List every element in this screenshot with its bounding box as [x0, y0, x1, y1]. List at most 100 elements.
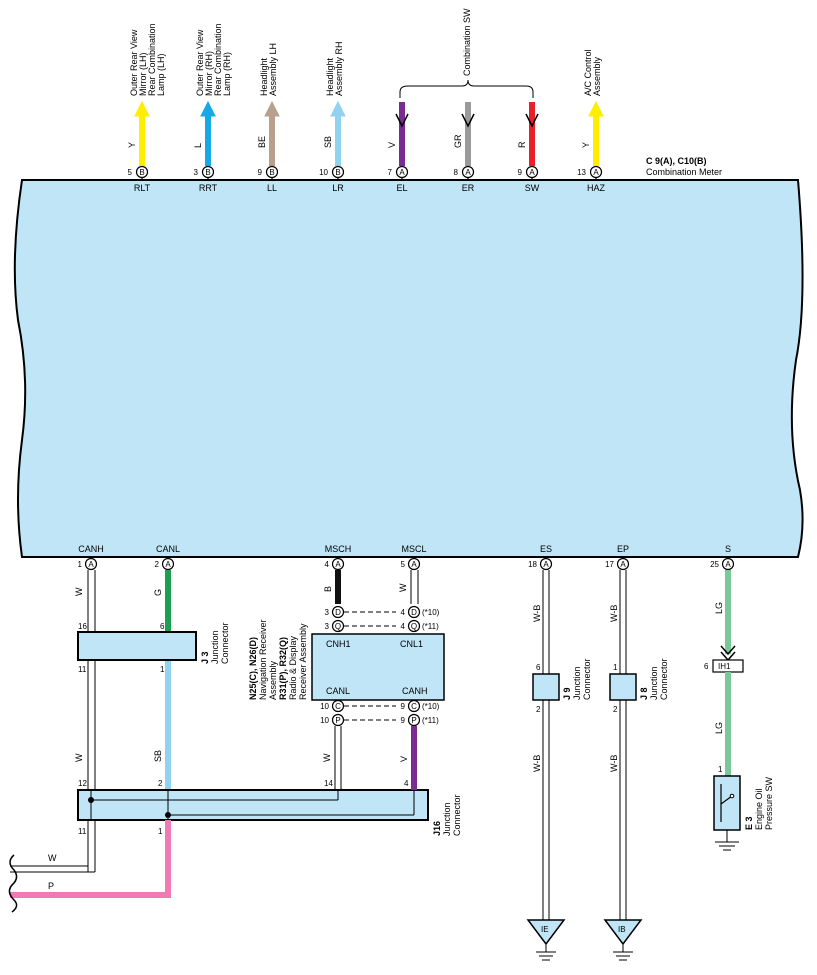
input-arrow-icon: [525, 113, 539, 128]
bottom-pin-6-letter: A: [725, 560, 731, 569]
canl-wire-color: G: [153, 589, 163, 596]
bottom-pin-1-circle: [161, 557, 175, 571]
es-wire-color-2: W-B: [532, 755, 542, 772]
msch-wire-color: B: [323, 586, 333, 592]
bottom-pin-2-letter: A: [335, 560, 341, 569]
j3-connector: [77, 631, 197, 661]
j8-pin-2: 2: [613, 705, 618, 714]
s-wire-color-2: LG: [714, 722, 724, 734]
receiver-right-pin-circle: [407, 699, 421, 713]
es-wire: [542, 570, 550, 920]
receiver-right-pin-number: 4: [401, 622, 406, 631]
bottom-pin-4-circle: [539, 557, 553, 571]
destination-label: A/C Control: [583, 49, 593, 96]
bottom-pin-name: S: [725, 544, 731, 554]
j3-name-1: Junction: [210, 630, 220, 664]
top-pin-number: 9: [518, 168, 523, 177]
receiver-left-pin-number: 10: [320, 716, 329, 725]
bottom-pin-name: EP: [617, 544, 629, 554]
receiver-left-pin-number: 10: [320, 702, 329, 711]
sb-wire-color: SB: [153, 750, 163, 762]
destination-label: Assembly LH: [268, 43, 278, 96]
bottom-pin-5-letter: A: [620, 560, 626, 569]
receiver-right-pin-letter: D: [411, 608, 417, 617]
destination-label: Rear Combination: [213, 23, 223, 96]
destination-label: Outer Rear View: [129, 29, 139, 96]
j3-code: J 3: [200, 651, 210, 664]
j9-code: J 9: [562, 687, 572, 700]
top-wire-color: BE: [257, 136, 267, 148]
receiver-variant-note: (*11): [422, 716, 439, 725]
bottom-pin-number: 1: [78, 560, 83, 569]
destination-label: Mirror (RH): [204, 51, 214, 96]
j9-connector: [532, 673, 560, 701]
bottom-pin-3-circle: [407, 557, 421, 571]
j3-name-2: Connector: [220, 622, 230, 664]
receiver-cnl1: CNL1: [400, 639, 423, 649]
e3-code: E 3: [744, 816, 754, 830]
destination-label: Mirror (LH): [138, 53, 148, 97]
p-wire: [10, 820, 171, 898]
bottom-pin-name: MSCH: [325, 544, 352, 554]
receiver-variant-note: (*10): [422, 702, 440, 711]
top-pin-name: HAZ: [587, 183, 606, 193]
bottom-pin-number: 2: [155, 560, 160, 569]
top-pin-name: EL: [396, 183, 407, 193]
top-pin-7-letter: A: [593, 168, 599, 177]
bottom-pin-name: CANH: [78, 544, 104, 554]
top-pin-name: ER: [462, 183, 475, 193]
receiver-variant-note: (*11): [422, 622, 439, 631]
switch-contact-icon: [729, 793, 735, 799]
destination-label: Assembly RH: [334, 41, 344, 96]
input-arrow-icon: [461, 113, 475, 128]
bottom-pin-0-letter: A: [88, 560, 94, 569]
bottom-pin-number: 18: [528, 560, 537, 569]
receiver-right-pin-letter: C: [411, 702, 417, 711]
j16-junction-dot-2: [165, 812, 171, 818]
top-pin-name: RLT: [134, 183, 151, 193]
destination-label: Rear Combination: [147, 23, 157, 96]
bottom-pin-name: ES: [540, 544, 552, 554]
ih1-pin: 6: [704, 662, 709, 671]
j9-name-1: Junction: [572, 666, 582, 700]
top-pin-1-circle: [201, 165, 215, 179]
output-arrow-icon: [588, 100, 604, 117]
j16-pin-11: 11: [78, 827, 87, 836]
canh-wire-color-2: W: [74, 753, 84, 762]
top-pin-4-letter: A: [399, 168, 405, 177]
destination-label: Headlight: [325, 57, 335, 96]
receiver-right-pin-number: 4: [401, 608, 406, 617]
receiver-box: [311, 633, 445, 701]
receiver-canl: CANL: [326, 686, 350, 696]
receiver-line-4: Receiver Assembly: [298, 623, 308, 700]
j9-name-2: Connector: [582, 658, 592, 700]
top-pin-number: 9: [258, 168, 263, 177]
top-wire-color: SB: [323, 136, 333, 148]
top-wire-color: V: [387, 142, 397, 148]
top-pin-5-letter: A: [465, 168, 471, 177]
output-arrow-icon: [134, 100, 150, 117]
top-pin-2-letter: B: [269, 168, 274, 177]
bottom-pin-3-letter: A: [411, 560, 417, 569]
j8-pin-1: 1: [613, 663, 618, 672]
top-pin-5-circle: [461, 165, 475, 179]
e3-name-2: Pressure SW: [764, 776, 774, 830]
bottom-pin-1-letter: A: [165, 560, 171, 569]
j16-name-1: Junction: [442, 802, 452, 836]
receiver-left-pin-letter: C: [335, 702, 341, 711]
top-pin-name: LL: [267, 183, 277, 193]
ep-wire-color: W-B: [609, 605, 619, 622]
j8-connector: [609, 673, 637, 701]
receiver-line-2: Assembly: [268, 660, 278, 700]
combination-meter-body: [13, 179, 804, 558]
out-w-label: W: [48, 853, 57, 863]
top-pin-6-circle: [525, 165, 539, 179]
receiver-left-pin-letter: P: [335, 716, 340, 725]
top-pin-name: LR: [332, 183, 344, 193]
j9-pin-6: 6: [536, 663, 541, 672]
j3-pin-11: 11: [78, 665, 87, 674]
top-pin-number: 3: [194, 168, 199, 177]
